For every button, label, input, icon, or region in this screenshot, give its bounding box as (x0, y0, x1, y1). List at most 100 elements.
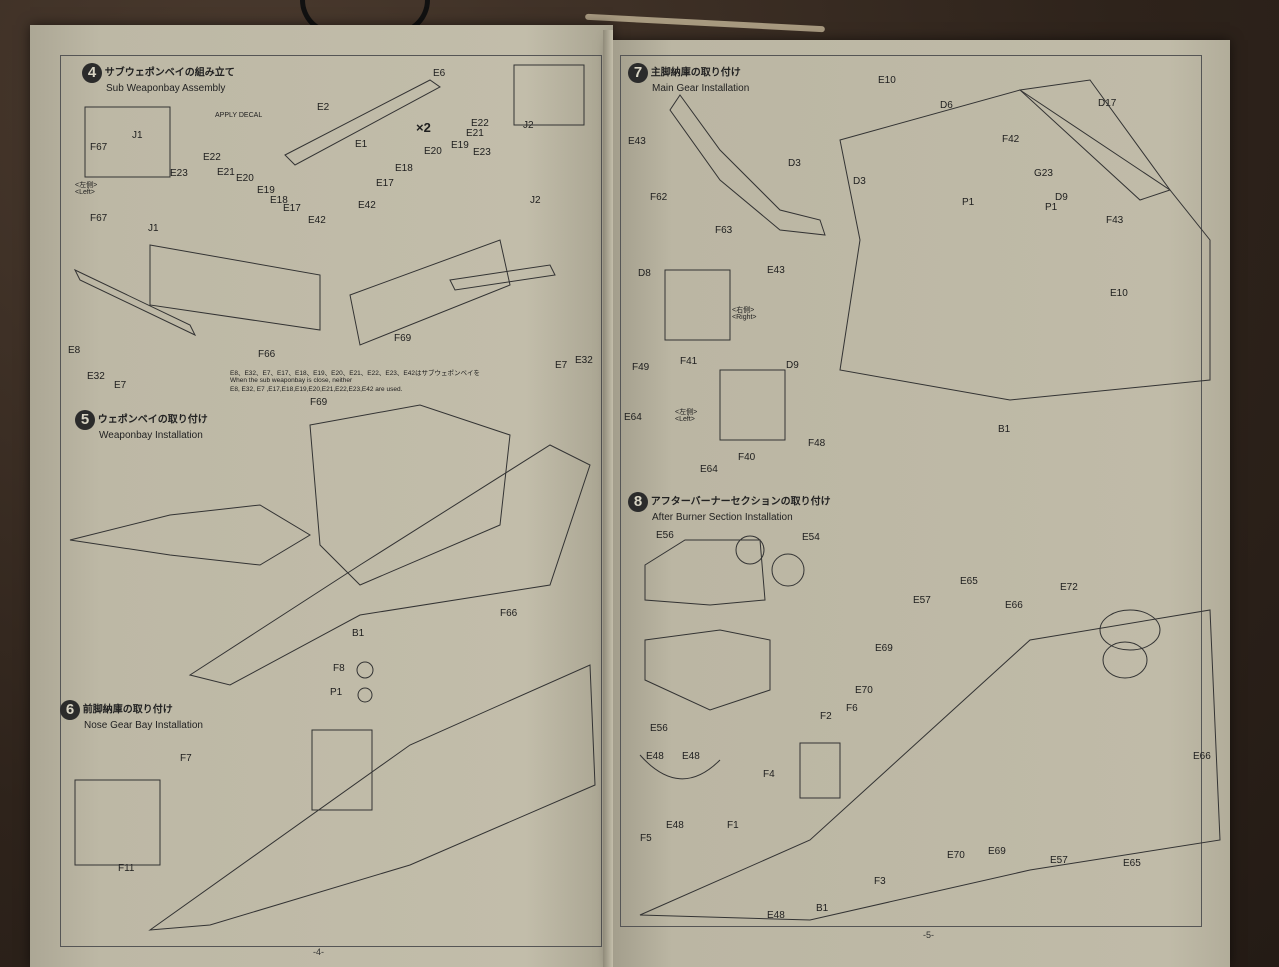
part-label: F67 (90, 142, 108, 153)
page-number: -4- (313, 947, 324, 957)
part-label: D6 (940, 100, 953, 111)
part-label: E69 (988, 846, 1006, 857)
part-label: E64 (624, 412, 642, 423)
step8-title-jp: アフターバーナーセクションの取り付け (650, 496, 831, 508)
nozzle-part (735, 535, 765, 565)
frame-f4 (799, 742, 841, 799)
part-label: D8 (638, 268, 651, 279)
x2-badge: ×2 (416, 120, 431, 135)
right-page-frame (620, 55, 1202, 927)
fuselage-front (148, 664, 596, 931)
left-page-drawings (69, 64, 596, 931)
part-label: E18 (395, 163, 413, 174)
part-label: E23 (473, 147, 491, 158)
part-label: E66 (1193, 751, 1211, 762)
part-label: E43 (767, 265, 785, 276)
part-label: E19 (451, 140, 469, 151)
part-label: E22 (203, 152, 221, 163)
part-label: D3 (788, 158, 801, 169)
part-p1 (357, 687, 373, 703)
door-part-left (73, 268, 197, 337)
part-label: E65 (1123, 858, 1141, 869)
part-label: E54 (802, 532, 820, 543)
part-label: E57 (1050, 855, 1068, 866)
part-label: E20 (236, 173, 254, 184)
part-label: E19 (257, 185, 275, 196)
step4-bottom-note-en: When the sub weaponbay is close, neither (230, 377, 353, 384)
step7-title-en: Main Gear Installation (652, 83, 750, 94)
right-page: 7 主脚納庫の取り付け Main Gear Installation <右側> … (610, 40, 1230, 967)
detail-inset-j2 (513, 64, 585, 126)
step8-header: 8 アフターバーナーセクションの取り付け After Burner Sectio… (628, 492, 831, 524)
part-label: F41 (680, 356, 698, 367)
part-label: F7 (180, 753, 192, 764)
part-label: E48 (646, 751, 664, 762)
burner-top-e56 (644, 539, 766, 606)
part-label: F66 (258, 349, 276, 360)
part-label: E6 (433, 68, 446, 79)
part-label: E10 (1110, 288, 1128, 299)
frame-d3 (669, 94, 826, 236)
step5-header: 5 ウェポンベイの取り付け Weaponbay Installation (75, 410, 208, 442)
step6-number: 6 (60, 700, 80, 720)
page-number: -5- (923, 930, 934, 940)
part-label: F5 (640, 833, 652, 844)
right-side-note: <右側> (732, 307, 755, 314)
part-label: B1 (352, 628, 365, 639)
part-label: F6 (846, 703, 858, 714)
part-label: F40 (738, 452, 756, 463)
topview-aircraft (69, 504, 311, 566)
step7-header: 7 主脚納庫の取り付け Main Gear Installation (628, 63, 749, 95)
part-label: E43 (628, 136, 646, 147)
part-f8 (356, 661, 374, 679)
part-label: E21 (217, 167, 235, 178)
part-label: D9 (1055, 192, 1068, 203)
step4-header: 4 サブウェポンベイの組み立て Sub Weaponbay Assembly (82, 63, 235, 95)
part-label: F1 (727, 820, 739, 831)
gear-bay-d9 (719, 369, 786, 441)
part-label: B1 (816, 903, 829, 914)
fuselage-b1 (188, 444, 591, 686)
engine-nozzle-e72 (1099, 609, 1161, 651)
part-label: E2 (317, 102, 330, 113)
bay-left (149, 244, 321, 331)
part-label: E23 (170, 168, 188, 179)
part-label: D3 (853, 176, 866, 187)
wire-e48 (639, 754, 721, 780)
part-label: E66 (1005, 600, 1023, 611)
part-label: E32 (87, 371, 105, 382)
part-label: J1 (148, 223, 159, 234)
part-label: E70 (855, 685, 873, 696)
weaponbay-assembly (309, 404, 511, 586)
part-label: E8 (68, 345, 81, 356)
step5-title-jp: ウェポンベイの取り付け (97, 414, 208, 426)
part-label: E18 (270, 195, 288, 206)
part-label: G23 (1034, 168, 1053, 179)
door-part-right (449, 264, 556, 291)
part-label: E17 (283, 203, 301, 214)
part-label: E10 (878, 75, 896, 86)
burner-bottom-e56 (644, 629, 771, 711)
part-label: E21 (466, 128, 484, 139)
part-label: D9 (786, 360, 799, 371)
part-label: E48 (666, 820, 684, 831)
step7-title-jp: 主脚納庫の取り付け (650, 67, 741, 79)
step4-title-jp: サブウェポンベイの組み立て (104, 67, 235, 79)
part-label: F4 (763, 769, 775, 780)
part-label: E17 (376, 178, 394, 189)
part-label: E69 (875, 643, 893, 654)
part-label: E48 (682, 751, 700, 762)
left-page: 4 サブウェポンベイの組み立て Sub Weaponbay Assembly A… (30, 25, 613, 967)
left-side-note-en: <Left> (675, 416, 695, 423)
part-label: E65 (960, 576, 978, 587)
part-label: E56 (656, 530, 674, 541)
part-label: J1 (132, 130, 143, 141)
part-label: E57 (913, 595, 931, 606)
engine-nozzle-e72 (1102, 641, 1148, 679)
step4-bottom-note-en2: E8, E32, E7 ,E17,E18,E19,E20,E21,E22,E23… (230, 386, 403, 393)
right-side-note-en: <Right> (732, 314, 757, 321)
part-label: E70 (947, 850, 965, 861)
part-label: F11 (118, 863, 135, 874)
part-label: F69 (310, 397, 328, 408)
nose-bay-f11 (74, 779, 161, 866)
